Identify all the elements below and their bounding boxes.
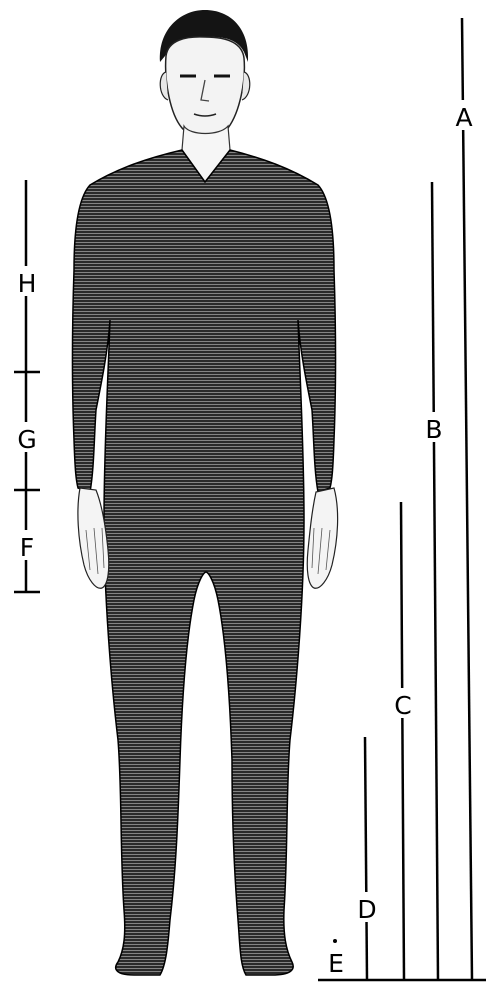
label-f: F: [20, 533, 34, 562]
label-h: H: [18, 269, 37, 298]
label-d: D: [357, 895, 376, 924]
right-measure-lines: [318, 18, 486, 980]
label-e: E: [328, 949, 344, 978]
figure-face: [166, 37, 245, 136]
line-d: [365, 737, 367, 980]
label-g: G: [17, 425, 36, 454]
line-b: [432, 182, 438, 980]
label-e-dot: [333, 939, 337, 943]
figure-body: [73, 150, 336, 975]
label-a: A: [455, 103, 472, 132]
figure-hand-right: [307, 488, 337, 588]
line-c: [401, 502, 404, 980]
line-a: [462, 18, 472, 980]
label-c: C: [394, 691, 411, 720]
human-figure: [73, 10, 338, 975]
label-b: B: [425, 415, 442, 444]
